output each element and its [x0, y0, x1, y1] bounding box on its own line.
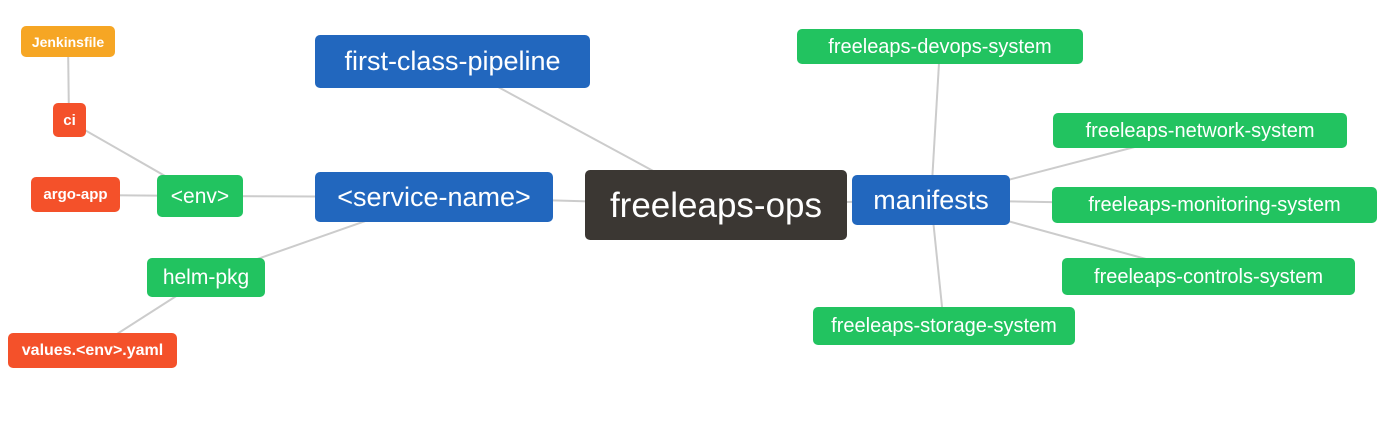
node-service-name[interactable]: <service-name>	[315, 172, 553, 222]
node-freeleaps-ops[interactable]: freeleaps-ops	[585, 170, 847, 240]
node-freeleaps-monitoring-system[interactable]: freeleaps-monitoring-system	[1052, 187, 1377, 223]
node-freeleaps-devops-system[interactable]: freeleaps-devops-system	[797, 29, 1083, 64]
node-ci[interactable]: ci	[53, 103, 86, 137]
node-jenkinsfile[interactable]: Jenkinsfile	[21, 26, 115, 57]
node-freeleaps-controls-system[interactable]: freeleaps-controls-system	[1062, 258, 1355, 295]
node-helm-pkg[interactable]: helm-pkg	[147, 258, 265, 297]
node-argo-app[interactable]: argo-app	[31, 177, 120, 212]
node-manifests[interactable]: manifests	[852, 175, 1010, 225]
node-env[interactable]: <env>	[157, 175, 243, 217]
node-freeleaps-network-system[interactable]: freeleaps-network-system	[1053, 113, 1347, 148]
edge-manifests-devops-system	[930, 45, 941, 201]
node-values-env-yaml[interactable]: values.<env>.yaml	[8, 333, 177, 368]
node-first-class-pipeline[interactable]: first-class-pipeline	[315, 35, 590, 88]
node-freeleaps-storage-system[interactable]: freeleaps-storage-system	[813, 307, 1075, 345]
